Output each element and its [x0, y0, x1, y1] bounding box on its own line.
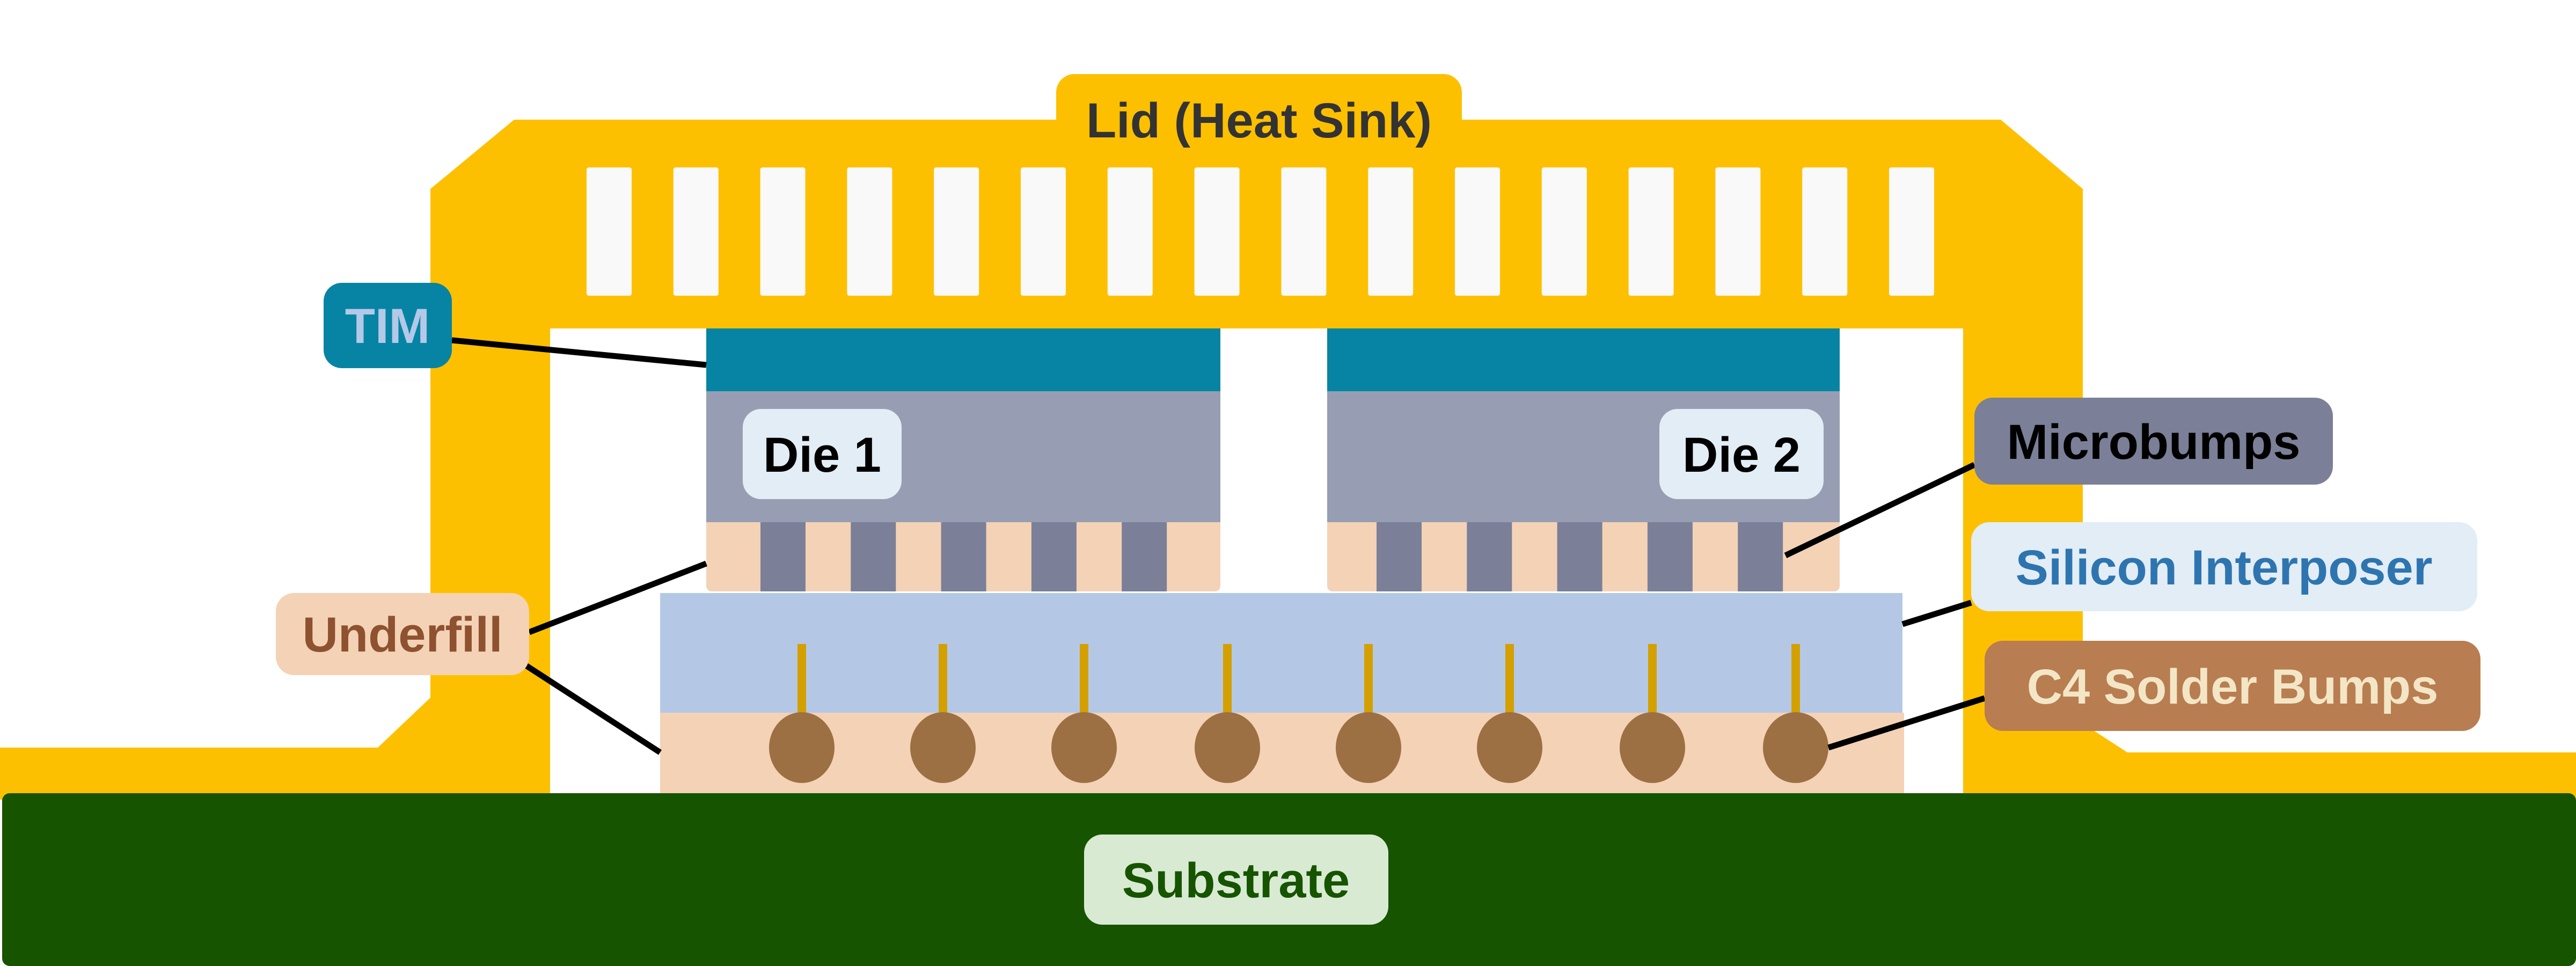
die2-microbumps: [1377, 522, 1783, 591]
heat-sink-fin: [1021, 167, 1066, 296]
die2-label-text: Die 2: [1682, 428, 1801, 482]
c4-label: C4 Solder Bumps: [1985, 641, 2480, 731]
interposer-via: [939, 644, 947, 719]
microbump: [1738, 522, 1783, 591]
c4-solder-bump: [1195, 712, 1260, 783]
die2-tim: [1327, 328, 1840, 391]
underfill-leader-line-upper: [528, 560, 707, 635]
interposer-via: [1791, 644, 1800, 719]
substrate-label-text: Substrate: [1122, 853, 1350, 908]
silicon-interposer: [660, 593, 1902, 715]
interposer-leader-line: [1901, 599, 1972, 627]
die2-label: Die 2: [1659, 409, 1824, 499]
c4-solder-bump: [1051, 712, 1117, 783]
heat-sink-fin: [1802, 167, 1848, 296]
microbump: [1647, 522, 1693, 591]
underfill-label-text: Underfill: [302, 608, 502, 662]
heat-sink-fin: [1368, 167, 1414, 296]
c4-label-text: C4 Solder Bumps: [2027, 660, 2439, 714]
c4-solder-bump: [1620, 712, 1685, 783]
heat-sink-fins: [587, 167, 1934, 296]
heat-sink-fin: [587, 167, 632, 296]
heat-sink-fin: [1541, 167, 1587, 296]
interposer-label-text: Silicon Interposer: [2015, 540, 2432, 595]
microbump: [941, 522, 986, 591]
microbumps-leader-line: [1784, 462, 1976, 558]
interposer-via: [1648, 644, 1657, 719]
interposer-via: [797, 644, 806, 719]
heat-sink-fin: [1628, 167, 1674, 296]
heat-sink-fin: [1107, 167, 1153, 296]
heat-sink-fin: [760, 167, 806, 296]
interposer-via: [1364, 644, 1373, 719]
microbumps-label: Microbumps: [1974, 398, 2333, 485]
microbump: [1122, 522, 1167, 591]
tim-leader-line: [451, 337, 707, 368]
microbump: [1467, 522, 1512, 591]
interposer-via: [1080, 644, 1088, 719]
heat-sink-fin: [1715, 167, 1761, 296]
heat-sink-fin: [673, 167, 719, 296]
lid-label: Lid (Heat Sink): [1056, 74, 1462, 164]
underfill-label: Underfill: [276, 593, 529, 675]
die1-tim: [706, 328, 1220, 391]
microbumps-label-text: Microbumps: [2007, 415, 2301, 470]
heat-sink-fin: [934, 167, 979, 296]
c4-leader-line: [1827, 695, 1986, 751]
interposer-via: [1505, 644, 1514, 719]
heat-sink-fin: [1455, 167, 1500, 296]
c4-solder-bump: [1477, 712, 1542, 783]
c4-solder-bump: [1763, 712, 1828, 783]
lower-underfill: [660, 713, 1904, 800]
heat-sink-fin: [1194, 167, 1240, 296]
c4-solder-bump: [769, 712, 835, 783]
underfill-leader-line-lower: [524, 663, 662, 755]
microbump: [1377, 522, 1422, 591]
microbump: [851, 522, 896, 591]
microbump: [1557, 522, 1602, 591]
microbump: [1031, 522, 1077, 591]
die1-microbumps: [760, 522, 1167, 591]
c4-solder-bump: [910, 712, 976, 783]
heat-sink-fin: [1281, 167, 1327, 296]
die1-label: Die 1: [743, 409, 902, 499]
microbump: [760, 522, 806, 591]
interposer-label: Silicon Interposer: [1971, 522, 2477, 611]
tim-label-text: TIM: [345, 299, 430, 354]
die1-label-text: Die 1: [763, 428, 881, 482]
lid-label-text: Lid (Heat Sink): [1086, 93, 1432, 148]
heat-sink-fin: [1889, 167, 1934, 296]
c4-solder-bump: [1336, 712, 1401, 783]
c4-solder-bumps: [769, 644, 1828, 783]
interposer-via: [1223, 644, 1232, 719]
substrate-label: Substrate: [1084, 835, 1388, 925]
heat-sink-fin: [847, 167, 892, 296]
tim-label: TIM: [324, 283, 452, 368]
